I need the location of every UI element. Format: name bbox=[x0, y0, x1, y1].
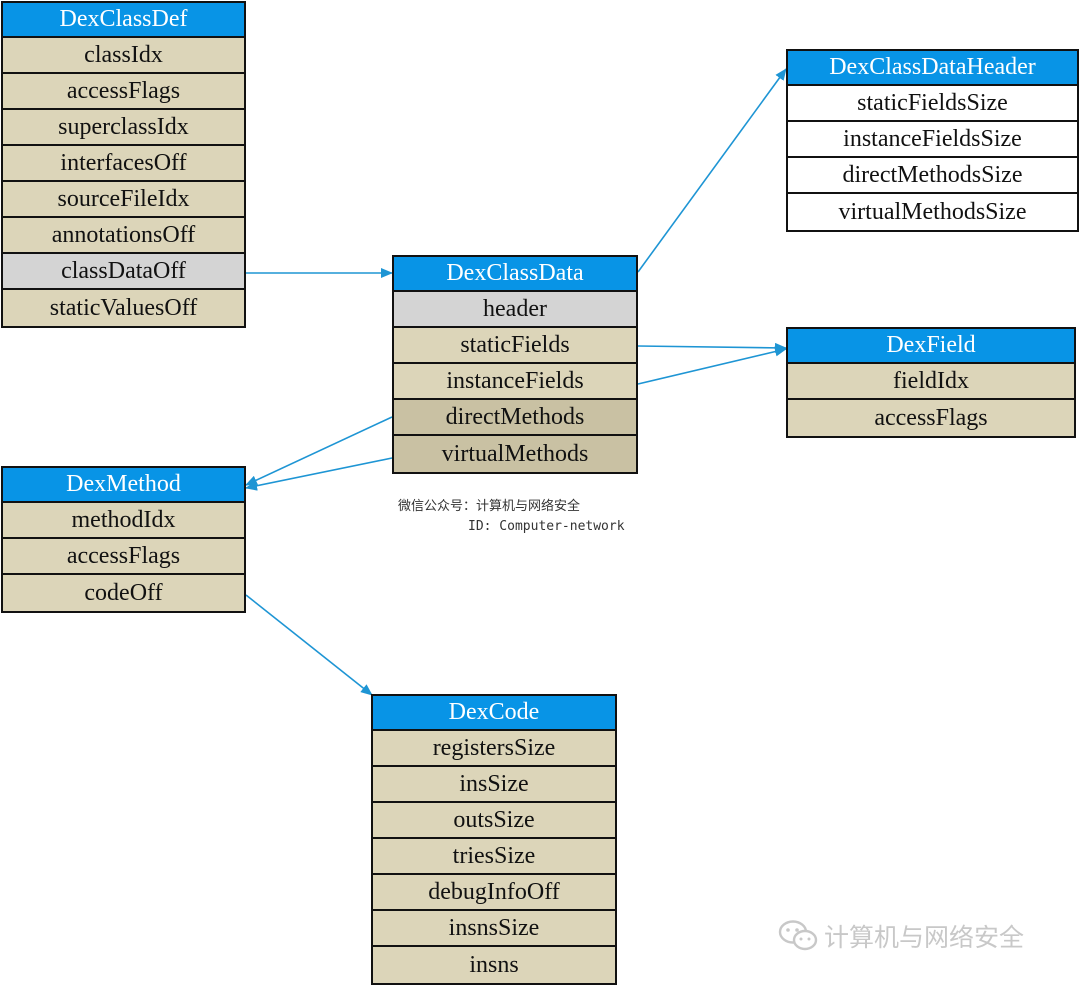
dex-class-data-title: DexClassData bbox=[394, 257, 636, 292]
dex-code-field-debug-info-off: debugInfoOff bbox=[373, 875, 615, 911]
dex-class-def-title: DexClassDef bbox=[3, 3, 244, 38]
dex-method-field-access-flags: accessFlags bbox=[3, 539, 244, 575]
dex-field-title: DexField bbox=[788, 329, 1074, 364]
dex-class-data-field-instance-fields: instanceFields bbox=[394, 364, 636, 400]
arrow-instancefields-to-field bbox=[637, 346, 787, 385]
dex-class-def-field-class-data-off: classDataOff bbox=[3, 254, 244, 290]
dex-code-field-registers-size: registersSize bbox=[373, 731, 615, 767]
wechat-icon bbox=[778, 919, 818, 953]
dex-class-def-field-access-flags: accessFlags bbox=[3, 74, 244, 110]
dex-code-field-tries-size: triesSize bbox=[373, 839, 615, 875]
dex-class-data-header-field-virtual-methods-size: virtualMethodsSize bbox=[788, 194, 1077, 230]
dex-class-def-field-superclass-idx: superclassIdx bbox=[3, 110, 244, 146]
dex-class-data-header-field-instance-fields-size: instanceFieldsSize bbox=[788, 122, 1077, 158]
dex-code-field-outs-size: outsSize bbox=[373, 803, 615, 839]
arrow-staticfields-to-field bbox=[637, 342, 787, 353]
dex-class-data-field-virtual-methods: virtualMethods bbox=[394, 436, 636, 472]
dex-class-def-field-source-file-idx: sourceFileIdx bbox=[3, 182, 244, 218]
watermark-bottom: 计算机与网络安全 bbox=[778, 918, 1024, 954]
watermark-id: ID: Computer-network bbox=[468, 519, 625, 534]
dex-field-field-field-idx: fieldIdx bbox=[788, 364, 1074, 400]
watermark-bottom-text: 计算机与网络安全 bbox=[824, 923, 1025, 952]
dex-class-data-field-direct-methods: directMethods bbox=[394, 400, 636, 436]
dex-code-title: DexCode bbox=[373, 696, 615, 731]
dex-class-data-header-field-static-fields-size: staticFieldsSize bbox=[788, 86, 1077, 122]
dex-class-def-field-interfaces-off: interfacesOff bbox=[3, 146, 244, 182]
dex-class-def-field-class-idx: classIdx bbox=[3, 38, 244, 74]
dex-class-def-field-annotations-off: annotationsOff bbox=[3, 218, 244, 254]
watermark-wechat-account: 微信公众号：计算机与网络安全 bbox=[398, 499, 581, 514]
dex-class-data-header-field-direct-methods-size: directMethodsSize bbox=[788, 158, 1077, 194]
dex-class-data-field-static-fields: staticFields bbox=[394, 328, 636, 364]
dex-code-field-insns: insns bbox=[373, 947, 615, 983]
dex-method-title: DexMethod bbox=[3, 468, 244, 503]
arrow-directmethods-to-method bbox=[245, 416, 393, 486]
dex-code-field-insns-size: insnsSize bbox=[373, 911, 615, 947]
dex-class-data-header-title: DexClassDataHeader bbox=[788, 51, 1077, 86]
arrow-codeoff-to-code bbox=[245, 594, 373, 696]
dex-method-field-code-off: codeOff bbox=[3, 575, 244, 611]
arrow-virtualmethods-to-method bbox=[245, 457, 393, 491]
dex-field-field-access-flags: accessFlags bbox=[788, 400, 1074, 436]
arrow-classdata-to-header bbox=[637, 68, 787, 273]
dex-class-data-field-header: header bbox=[394, 292, 636, 328]
dex-method-field-method-idx: methodIdx bbox=[3, 503, 244, 539]
dex-class-def-field-static-values-off: staticValuesOff bbox=[3, 290, 244, 326]
dex-code-field-ins-size: insSize bbox=[373, 767, 615, 803]
